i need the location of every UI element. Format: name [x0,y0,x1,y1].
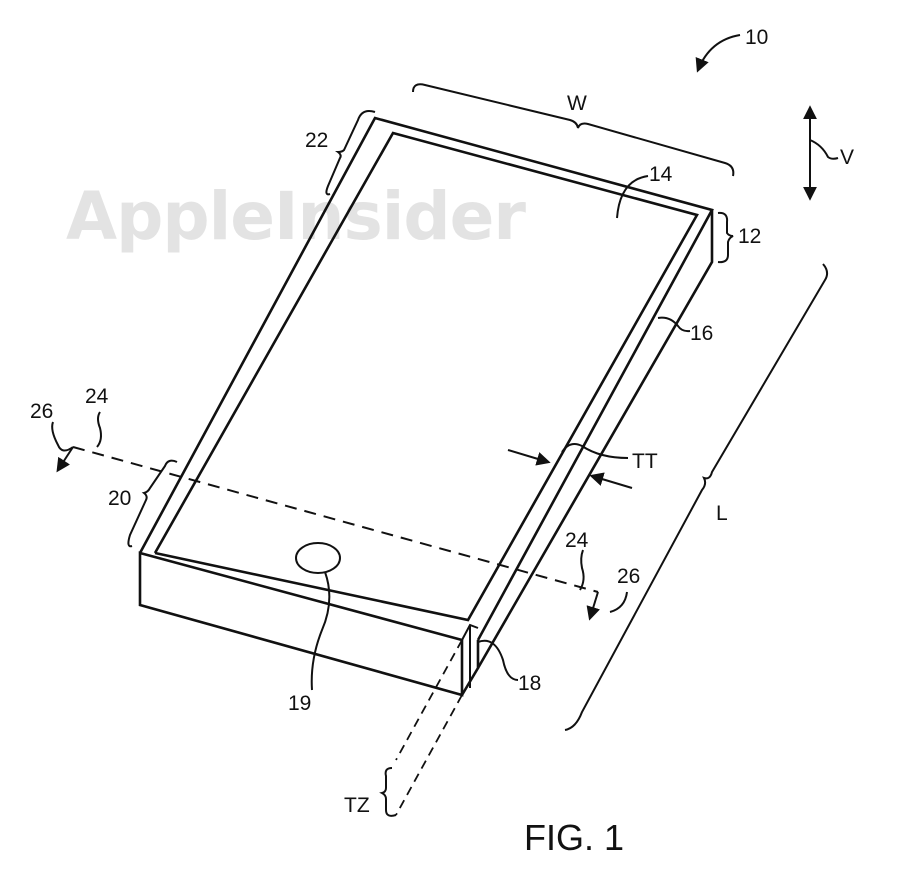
label-14: 14 [649,163,673,186]
bracket-12 [717,211,734,264]
transparent-zone-lines [395,639,463,816]
label-20: 20 [108,487,131,510]
label-24-right: 24 [565,529,589,552]
label-tz: TZ [344,794,370,817]
label-24-left: 24 [85,385,109,408]
bracket-20 [127,459,178,548]
label-22: 22 [305,129,328,152]
label-26-left: 26 [30,400,53,423]
label-v: V [840,146,854,169]
bracket-tz [379,767,397,817]
front-face [138,551,464,697]
device-body [138,116,714,697]
label-10: 10 [745,26,768,49]
label-26-right: 26 [617,565,640,588]
length-bracket [564,263,829,731]
watermark: AppleInsider [66,178,526,255]
bracket-22 [325,110,376,196]
section-plane-line [72,446,599,593]
label-12: 12 [738,225,761,248]
label-19: 19 [288,692,311,715]
label-width: W [567,92,587,115]
display-outline [153,131,699,622]
label-tt: TT [632,450,658,473]
width-bracket [412,83,735,177]
figure-caption: FIG. 1 [524,817,624,858]
home-button [295,542,341,574]
label-length: L [716,502,728,525]
label-16: 16 [690,322,713,345]
label-18: 18 [518,672,541,695]
